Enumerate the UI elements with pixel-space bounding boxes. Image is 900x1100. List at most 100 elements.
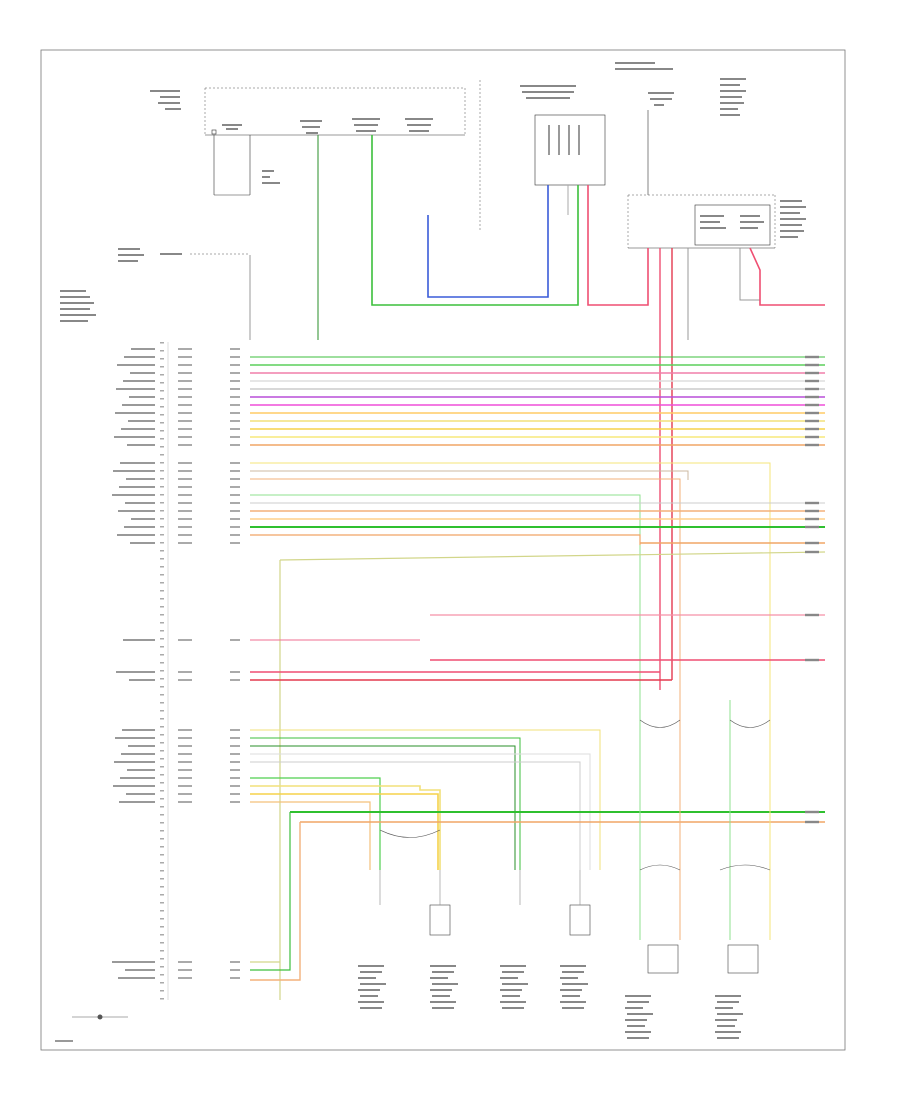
sensor-label-line xyxy=(627,1037,649,1039)
circuit-label xyxy=(127,769,155,771)
wire-color-label xyxy=(178,969,192,971)
pin-number xyxy=(160,638,164,640)
sensor-label-line xyxy=(715,1007,733,1009)
pin-number xyxy=(160,606,164,608)
sensor-labels xyxy=(358,965,743,1039)
circuit-label xyxy=(131,518,155,520)
pin-number xyxy=(160,926,164,928)
circuit-label xyxy=(116,388,155,390)
pin-number xyxy=(160,422,164,424)
wire-end-tag xyxy=(805,810,819,814)
ground-symbol xyxy=(55,1014,128,1042)
pin-number xyxy=(160,718,164,720)
circuit-number xyxy=(230,494,240,496)
sensor-label-line xyxy=(360,1007,382,1009)
circuit-number xyxy=(230,412,240,414)
circuit-number xyxy=(230,526,240,528)
pin-number xyxy=(160,630,164,632)
wire-color-label xyxy=(178,428,192,430)
pin-number xyxy=(160,390,164,392)
wire-color-label xyxy=(178,404,192,406)
wire-end-tag xyxy=(805,613,819,617)
sensor-label-line xyxy=(360,995,378,997)
circuit-label xyxy=(113,785,155,787)
pin-number xyxy=(160,886,164,888)
sensor-label-line xyxy=(358,989,380,991)
circuit-number xyxy=(230,542,240,544)
pin-number xyxy=(160,774,164,776)
circuit-number xyxy=(230,977,240,979)
circuit-label xyxy=(117,364,155,366)
sensor-label-line xyxy=(502,995,520,997)
module-connector-top xyxy=(518,82,606,186)
pin-number xyxy=(160,374,164,376)
sensor-label-line xyxy=(717,1001,739,1003)
wire-end-tag xyxy=(805,435,819,439)
sensor-label-line xyxy=(562,971,584,973)
pin-number xyxy=(160,678,164,680)
pin-number xyxy=(160,766,164,768)
pin-number xyxy=(160,686,164,688)
circuit-label xyxy=(117,534,155,536)
pin-number xyxy=(160,910,164,912)
circuit-number xyxy=(230,462,240,464)
circuit-label xyxy=(119,486,155,488)
sensor-label-line xyxy=(358,965,384,967)
wire-color-label xyxy=(178,356,192,358)
wire-color-label xyxy=(178,388,192,390)
pin-number xyxy=(160,646,164,648)
pin-number xyxy=(160,454,164,456)
wire-end-tag xyxy=(805,387,819,391)
pin-number xyxy=(160,366,164,368)
circuit-label xyxy=(125,502,155,504)
pin-number xyxy=(160,342,164,344)
harness-wires xyxy=(250,356,826,1000)
pin-number xyxy=(160,918,164,920)
wire-end-tag xyxy=(805,501,819,505)
circuit-number xyxy=(230,679,240,681)
pin-number xyxy=(160,670,164,672)
wire-color-label xyxy=(178,534,192,536)
wire-end-tag xyxy=(805,379,819,383)
pin-number xyxy=(160,350,164,352)
circuit-number xyxy=(230,801,240,803)
wire-end-tag xyxy=(805,411,819,415)
circuit-number xyxy=(230,502,240,504)
circuit-label xyxy=(113,470,155,472)
pin-number xyxy=(160,590,164,592)
circuit-number xyxy=(230,785,240,787)
circuit-label xyxy=(130,542,155,544)
wire-color-label xyxy=(178,502,192,504)
circuit-label xyxy=(125,969,155,971)
pin-number xyxy=(160,950,164,952)
pin-number xyxy=(160,974,164,976)
sensor-label-line xyxy=(715,995,741,997)
circuit-number xyxy=(230,428,240,430)
pin-rows xyxy=(112,342,240,1000)
pin-number xyxy=(160,494,164,496)
sensor-label-line xyxy=(430,989,452,991)
sensor-label-line xyxy=(560,965,586,967)
circuit-number xyxy=(230,436,240,438)
pin-number xyxy=(160,654,164,656)
circuit-label xyxy=(123,380,155,382)
sensor-label-line xyxy=(627,1001,649,1003)
pin-number xyxy=(160,782,164,784)
circuit-number xyxy=(230,420,240,422)
wire-color-label xyxy=(178,793,192,795)
circuit-label xyxy=(128,745,155,747)
circuit-label xyxy=(112,961,155,963)
sensor-label-line xyxy=(430,977,448,979)
circuit-label xyxy=(120,777,155,779)
wire-color-label xyxy=(178,396,192,398)
circuit-label xyxy=(130,372,155,374)
circuit-number xyxy=(230,486,240,488)
pin-number xyxy=(160,430,164,432)
pin-number xyxy=(160,478,164,480)
top-wires xyxy=(249,135,825,690)
circuit-number xyxy=(230,478,240,480)
pin-number xyxy=(160,750,164,752)
circuit-label xyxy=(118,977,155,979)
pin-number xyxy=(160,942,164,944)
